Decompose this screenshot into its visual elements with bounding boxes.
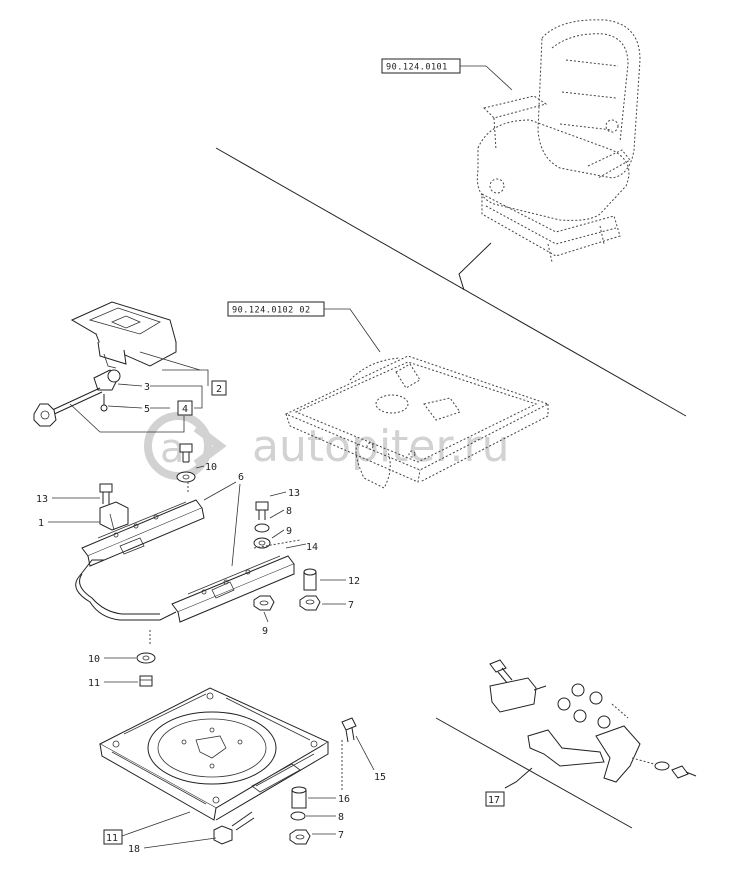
callout-1: 1 [38, 518, 44, 529]
swivel-base-plate [98, 687, 330, 821]
svg-text:11: 11 [106, 833, 118, 844]
callout-13-left: 13 [36, 494, 48, 505]
belt-buckle-icon [489, 677, 537, 713]
separator-lines [215, 147, 687, 829]
callout-7-upper: 7 [348, 600, 354, 611]
svg-text:3: 3 [144, 382, 150, 393]
callout-7-lower: 7 [338, 830, 344, 841]
callout-10-lower: 10 [88, 654, 100, 665]
svg-text:4: 4 [182, 404, 188, 415]
callout-9-upper: 9 [286, 526, 292, 537]
nut-9-lower [253, 595, 275, 611]
reference-box-2[interactable]: 2 [211, 380, 227, 396]
callout-18: 18 [128, 844, 140, 855]
release-handle-18 [213, 811, 255, 845]
svg-text:90.124.0101: 90.124.0101 [386, 63, 448, 73]
callout-8-lower: 8 [338, 812, 344, 823]
reference-seat-frame[interactable]: 90.124.0102 02 [227, 301, 325, 317]
bolt-13-left [99, 483, 113, 504]
callout-10-upper: 10 [205, 462, 217, 473]
nut-7-lower [289, 829, 311, 845]
slide-rails [75, 499, 295, 623]
callout-12: 12 [348, 576, 360, 587]
callout-8-upper: 8 [286, 506, 292, 517]
callout-15: 15 [374, 772, 386, 783]
callout-9-lower: 9 [262, 626, 268, 637]
svg-text:17: 17 [488, 795, 500, 806]
bracket-1 [99, 501, 129, 531]
washer-10-lower [136, 652, 156, 664]
seat-belt-parts [489, 659, 697, 783]
knob-assembly [33, 369, 121, 427]
adjustment-knob-icon [33, 403, 57, 427]
callout-14: 14 [306, 542, 318, 553]
reference-seat-assembly[interactable]: 90.124.0101 [381, 58, 461, 74]
svg-text:2: 2 [216, 384, 222, 395]
nut-7-upper [299, 595, 321, 611]
bolt-11-lower [139, 675, 153, 687]
svg-text:5: 5 [144, 404, 150, 415]
callout-13-right: 13 [288, 488, 300, 499]
reference-box-17[interactable]: 17 [485, 791, 505, 807]
seat-frame-drawing [284, 355, 550, 489]
seat-assembly-drawing [476, 19, 641, 263]
spacer-16 [291, 786, 307, 809]
bolt-15 [341, 717, 357, 743]
washer-8-upper [254, 523, 270, 533]
reference-box-11[interactable]: 11 [103, 829, 123, 845]
bolt-and-washer-upper [176, 443, 196, 483]
callout-6: 6 [238, 472, 244, 483]
washer-8-lower [290, 811, 306, 821]
callout-5: 5 [144, 404, 150, 415]
cushion-part [70, 301, 177, 369]
reference-box-4[interactable]: 4 [177, 400, 193, 416]
callout-16: 16 [338, 794, 350, 805]
callout-3: 3 [144, 382, 150, 393]
svg-text:90.124.0102 02: 90.124.0102 02 [232, 306, 311, 316]
spacer-12 [303, 568, 317, 591]
bolt-13-right [255, 501, 269, 520]
callout-11: 11 [88, 678, 100, 689]
